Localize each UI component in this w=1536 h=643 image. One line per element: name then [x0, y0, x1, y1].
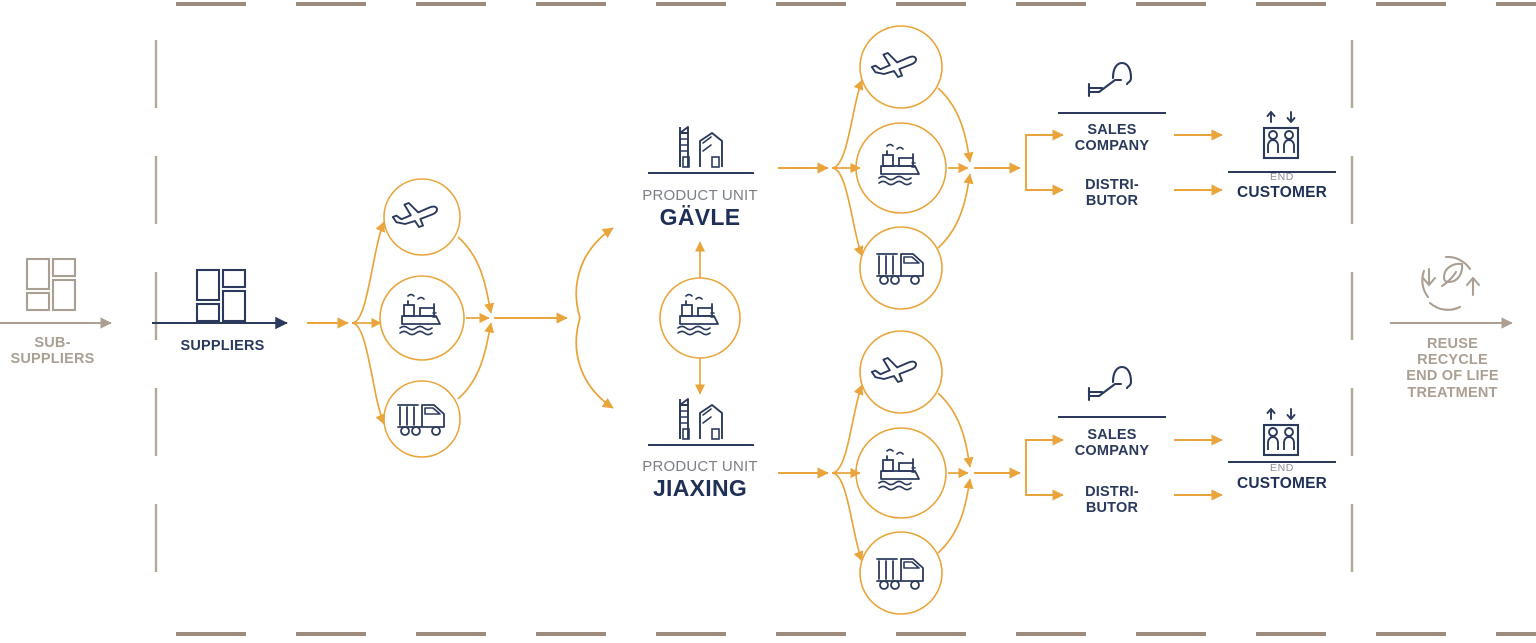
gavle-distributor-line2: BUTOR: [1085, 193, 1139, 210]
suppliers-label: SUPPLIERS: [160, 338, 285, 354]
truck-icon: [397, 404, 445, 436]
product-unit-gavle-label: PRODUCT UNIT GÄVLE: [600, 187, 800, 231]
truck-icon: [876, 253, 924, 285]
jiaxing-factory-icon: [679, 398, 723, 440]
recycle-leaf-icon: [1421, 255, 1481, 311]
transport-circle-plane[interactable]: [383, 178, 461, 256]
eol-line2: RECYCLE: [1417, 352, 1488, 369]
inter-unit-transport-circle[interactable]: [659, 277, 741, 359]
flow-gavle-to-sales-company: [1025, 129, 1064, 168]
jiaxing-elevator-icon: [1262, 407, 1300, 457]
flow-gavle-hub-to-truck: [831, 167, 864, 257]
inter-unit-ship-icon: [677, 293, 719, 336]
gavle-end-customer-label: END CUSTOMER: [1222, 171, 1342, 201]
truck-icon: [876, 558, 924, 590]
jiaxing-sales-line2: COMPANY: [1074, 443, 1150, 460]
sub-suppliers-label-line1: SUB-: [34, 335, 71, 351]
flow-split-to-gavle: [575, 227, 614, 319]
product-unit-jiaxing-label: PRODUCT UNIT JIAXING: [600, 458, 800, 502]
gavle-sales-line2: COMPANY: [1074, 138, 1150, 155]
jiaxing-name: JIAXING: [652, 474, 748, 501]
jiaxing-sales-company-icon: [1087, 365, 1133, 402]
flow-split-to-jiaxing: [575, 317, 614, 409]
gavle-customer-eyebrow: END: [1270, 171, 1294, 183]
gavle-elevator-icon: [1262, 110, 1300, 160]
jiaxing-transport-circle-truck[interactable]: [859, 531, 943, 615]
flow-hub-to-plane: [351, 221, 385, 324]
suppliers-icon: [195, 268, 247, 323]
gavle-transport-circle-truck[interactable]: [859, 226, 943, 310]
ship-icon: [878, 448, 920, 491]
flow-gavle-truck-to-merge: [937, 173, 974, 249]
gavle-transport-circle-plane[interactable]: [859, 25, 943, 109]
flow-gavle-hub-to-plane: [831, 79, 864, 169]
jiaxing-transport-circle-ship[interactable]: [855, 427, 947, 519]
flow-jiaxing-plane-to-merge: [937, 392, 974, 468]
sub-suppliers-label: SUB- SUPPLIERS: [0, 335, 105, 367]
gavle-transport-circle-ship[interactable]: [855, 122, 947, 214]
jiaxing-end-customer-label: END CUSTOMER: [1222, 462, 1342, 492]
jiaxing-sales-company-label[interactable]: SALES COMPANY: [1057, 427, 1167, 459]
plane-icon: [391, 202, 438, 228]
jiaxing-distributor-line1: DISTRI-: [1085, 484, 1139, 500]
frame-dashed-borders: [154, 2, 1536, 636]
flow-jiaxing-to-distributor: [1025, 473, 1064, 501]
jiaxing-distributor-label[interactable]: DISTRI- BUTOR: [1057, 484, 1167, 516]
jiaxing-customer-name: CUSTOMER: [1236, 474, 1327, 492]
flow-gavle-plane-to-merge: [937, 87, 974, 163]
gavle-sales-company-label[interactable]: SALES COMPANY: [1057, 122, 1167, 154]
end-of-life-label: REUSE RECYCLE END OF LIFE TREATMENT: [1375, 336, 1530, 401]
jiaxing-eyebrow: PRODUCT UNIT: [642, 458, 758, 475]
jiaxing-distributor-line2: BUTOR: [1085, 500, 1139, 517]
gavle-sales-company-icon: [1087, 61, 1133, 98]
flow-jiaxing-hub-to-plane: [831, 384, 864, 474]
ship-icon: [878, 143, 920, 186]
plane-icon: [870, 357, 917, 383]
eol-line4: TREATMENT: [1407, 384, 1498, 401]
flow-gavle-to-distributor: [1025, 168, 1064, 196]
gavle-customer-name: CUSTOMER: [1236, 183, 1327, 201]
gavle-eyebrow: PRODUCT UNIT: [642, 187, 758, 204]
sub-suppliers-label-line2: SUPPLIERS: [10, 351, 95, 368]
gavle-factory-icon: [679, 126, 723, 168]
ship-icon: [399, 293, 441, 336]
flow-jiaxing-to-sales-company: [1025, 434, 1064, 473]
eol-line3: END OF LIFE: [1406, 368, 1499, 385]
flow-jiaxing-truck-to-merge: [937, 478, 974, 554]
jiaxing-customer-eyebrow: END: [1270, 462, 1294, 474]
gavle-sales-line1: SALES: [1087, 122, 1137, 138]
jiaxing-sales-line1: SALES: [1087, 427, 1137, 443]
jiaxing-transport-circle-plane[interactable]: [859, 330, 943, 414]
transport-circle-truck[interactable]: [383, 380, 461, 458]
gavle-distributor-label[interactable]: DISTRI- BUTOR: [1057, 177, 1167, 209]
sub-suppliers-icon: [25, 257, 77, 312]
gavle-distributor-line1: DISTRI-: [1085, 177, 1139, 193]
flow-plane-to-merge: [457, 236, 495, 314]
plane-icon: [870, 52, 917, 78]
eol-line1: REUSE: [1427, 336, 1478, 352]
transport-circle-ship[interactable]: [379, 275, 465, 361]
suppliers-label-text: SUPPLIERS: [180, 338, 265, 354]
gavle-name: GÄVLE: [659, 203, 741, 230]
flow-hub-to-truck: [351, 322, 385, 425]
flow-jiaxing-hub-to-truck: [831, 472, 864, 562]
flow-truck-to-merge: [457, 322, 495, 400]
